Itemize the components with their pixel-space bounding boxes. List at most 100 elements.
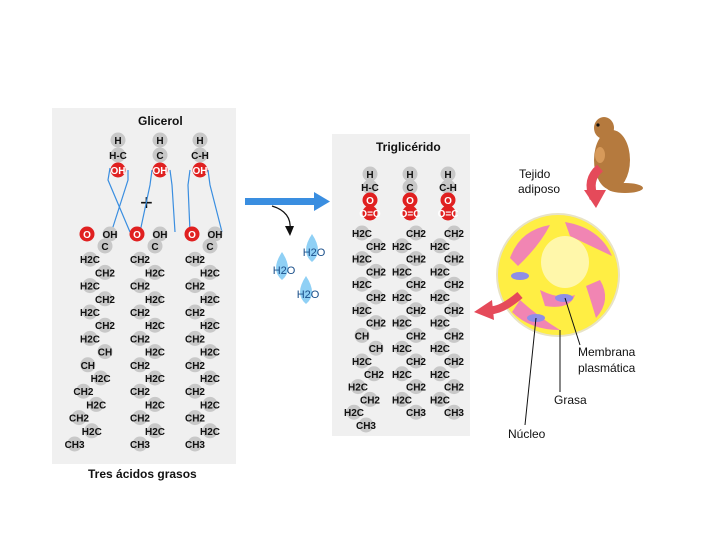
triglyceride-2-15-label: CH2 bbox=[406, 357, 426, 368]
triglyceride-1-2-atom bbox=[362, 179, 378, 195]
triglyceride-3-4-atom bbox=[440, 205, 456, 221]
triglyceride-1-10-label: CH2 bbox=[366, 293, 386, 304]
fatty-acid-2-13-atom bbox=[147, 370, 163, 386]
triglyceride-1-3-atom bbox=[362, 192, 378, 208]
fatty-acids-label: Tres ácidos grasos bbox=[88, 467, 197, 481]
triglyceride-2-8-label: H2C bbox=[392, 267, 412, 278]
triglyceride-3-16-atom bbox=[432, 366, 448, 382]
fatty-acid-3-9-label: H2C bbox=[200, 321, 220, 332]
fatty-acid-2-13-label: H2C bbox=[145, 374, 165, 385]
fatty-acid-2-1-label: O bbox=[133, 230, 141, 241]
triglyceride-3-14-atom bbox=[432, 340, 448, 356]
triglyceride-2-15-atom bbox=[408, 353, 424, 369]
triglyceride-3-11-label: CH2 bbox=[444, 306, 464, 317]
triglyceride-2-16-atom bbox=[394, 366, 410, 382]
water-drop-1 bbox=[306, 234, 318, 262]
fatty-acid-2-6-atom bbox=[132, 278, 148, 294]
triglyceride-3-8-atom bbox=[432, 263, 448, 279]
triglyceride-3-7-label: CH2 bbox=[444, 255, 464, 266]
fatty-acid-2-7-atom bbox=[147, 291, 163, 307]
fatty-acid-3-13-atom bbox=[202, 370, 218, 386]
triglyceride-2-7-atom bbox=[408, 251, 424, 267]
triglyceride-3-11-atom bbox=[446, 302, 462, 318]
fatty-acid-3-10-atom bbox=[187, 330, 203, 346]
triglyceride-2-6-label: H2C bbox=[392, 242, 412, 253]
triglyceride-2-1-atom bbox=[402, 166, 418, 182]
triglyceride-1-18-label: CH2 bbox=[360, 395, 380, 406]
fatty-acid-3-9-atom bbox=[202, 317, 218, 333]
fatty-acid-3-16-atom bbox=[187, 410, 203, 426]
triglyceride-1-8-label: CH2 bbox=[366, 267, 386, 278]
fatty-acid-3-11-atom bbox=[202, 344, 218, 360]
triglyceride-3-12-atom bbox=[432, 315, 448, 331]
fatty-acid-3-18-label: CH3 bbox=[185, 440, 205, 451]
fatty-acid-1-4-label: H2C bbox=[80, 255, 100, 266]
triglyceride-1-19-atom bbox=[346, 404, 362, 420]
triglyceride-2-18-label: H2C bbox=[392, 395, 412, 406]
fatty-acid-2-17-atom bbox=[147, 423, 163, 439]
triglyceride-1-11-label: H2C bbox=[352, 306, 372, 317]
fatty-acid-1-8-label: H2C bbox=[80, 308, 100, 319]
triglyceride-2-10-atom bbox=[394, 289, 410, 305]
fatty-acid-1-1-atom bbox=[79, 226, 95, 242]
triglyceride-1-2-label: H-C bbox=[361, 183, 379, 194]
fatty-acid-2-8-label: CH2 bbox=[130, 308, 150, 319]
fatty-acid-1-8-atom bbox=[82, 304, 98, 320]
fat-label: Grasa bbox=[554, 393, 587, 407]
fatty-acid-3-15-atom bbox=[202, 396, 218, 412]
triglyceride-3-9-label: CH2 bbox=[444, 280, 464, 291]
fatty-acid-3-7-atom bbox=[202, 291, 218, 307]
triglyceride-2-13-atom bbox=[408, 327, 424, 343]
fatty-acid-3-14-atom bbox=[187, 383, 203, 399]
triglyceride-2-3-label: O bbox=[406, 196, 414, 207]
glycerol-2-1-atom bbox=[152, 132, 168, 148]
triglyceride-1-12-atom bbox=[368, 315, 384, 331]
fatty-acid-1-3-label: C bbox=[101, 242, 108, 253]
fatty-acid-2-8-atom bbox=[132, 304, 148, 320]
glycerol-1-3-label: OH bbox=[111, 166, 126, 177]
triglyceride-1-16-atom bbox=[366, 366, 382, 382]
triglyceride-1-4-label: O=O bbox=[359, 209, 381, 220]
fatty-acid-2-9-atom bbox=[147, 317, 163, 333]
glycerol-1-3-atom bbox=[110, 162, 126, 178]
fatty-acid-3-11-label: H2C bbox=[200, 348, 220, 359]
triglyceride-title: Triglicérido bbox=[376, 140, 441, 154]
fatty-acid-3-7-label: H2C bbox=[200, 295, 220, 306]
fatty-acid-2-14-atom bbox=[132, 383, 148, 399]
triglyceride-3-14-label: H2C bbox=[430, 344, 450, 355]
fatty-acid-3-4-label: CH2 bbox=[185, 255, 205, 266]
fatty-acid-1-12-atom bbox=[80, 357, 96, 373]
glycerol-1-2-label: H-C bbox=[109, 151, 127, 162]
triglyceride-3-5-atom bbox=[446, 225, 462, 241]
fatty-acid-2-10-label: CH2 bbox=[130, 334, 150, 345]
membrane-label-line1: Membrana bbox=[578, 345, 636, 359]
triglyceride-3-6-label: H2C bbox=[430, 242, 450, 253]
triglyceride-3-6-atom bbox=[432, 238, 448, 254]
triglyceride-2-19-atom bbox=[408, 404, 424, 420]
triglyceride-1-14-label: CH bbox=[369, 344, 383, 355]
triglyceride-3-18-label: H2C bbox=[430, 395, 450, 406]
triglyceride-1-4-atom bbox=[362, 205, 378, 221]
fatty-acid-3-1-atom bbox=[184, 226, 200, 242]
fatty-acid-2-5-atom bbox=[147, 264, 163, 280]
triglyceride-2-17-atom bbox=[408, 379, 424, 395]
triglyceride-2-5-atom bbox=[408, 225, 424, 241]
glycerol-3-3-label: OH bbox=[193, 166, 208, 177]
glycerol-1-1-atom bbox=[110, 132, 126, 148]
triglyceride-1-18-atom bbox=[362, 391, 378, 407]
fatty-acid-3-5-atom bbox=[202, 264, 218, 280]
fatty-acid-1-11-atom bbox=[97, 344, 113, 360]
fatty-acid-1-2-label: OH bbox=[103, 230, 118, 241]
fatty-acid-1-13-atom bbox=[93, 370, 109, 386]
glycerol-title: Glicerol bbox=[138, 114, 183, 128]
fatty-acid-2-3-label: C bbox=[151, 242, 158, 253]
bond-lines bbox=[107, 167, 223, 233]
triglyceride-1-6-atom bbox=[368, 238, 384, 254]
triglyceride-1-10-atom bbox=[368, 289, 384, 305]
triglyceride-structure: HH-COO=OH2CCH2H2CCH2H2CCH2H2CCH2CHCHH2CC… bbox=[344, 166, 464, 433]
fatty-acid-1-10-atom bbox=[82, 330, 98, 346]
